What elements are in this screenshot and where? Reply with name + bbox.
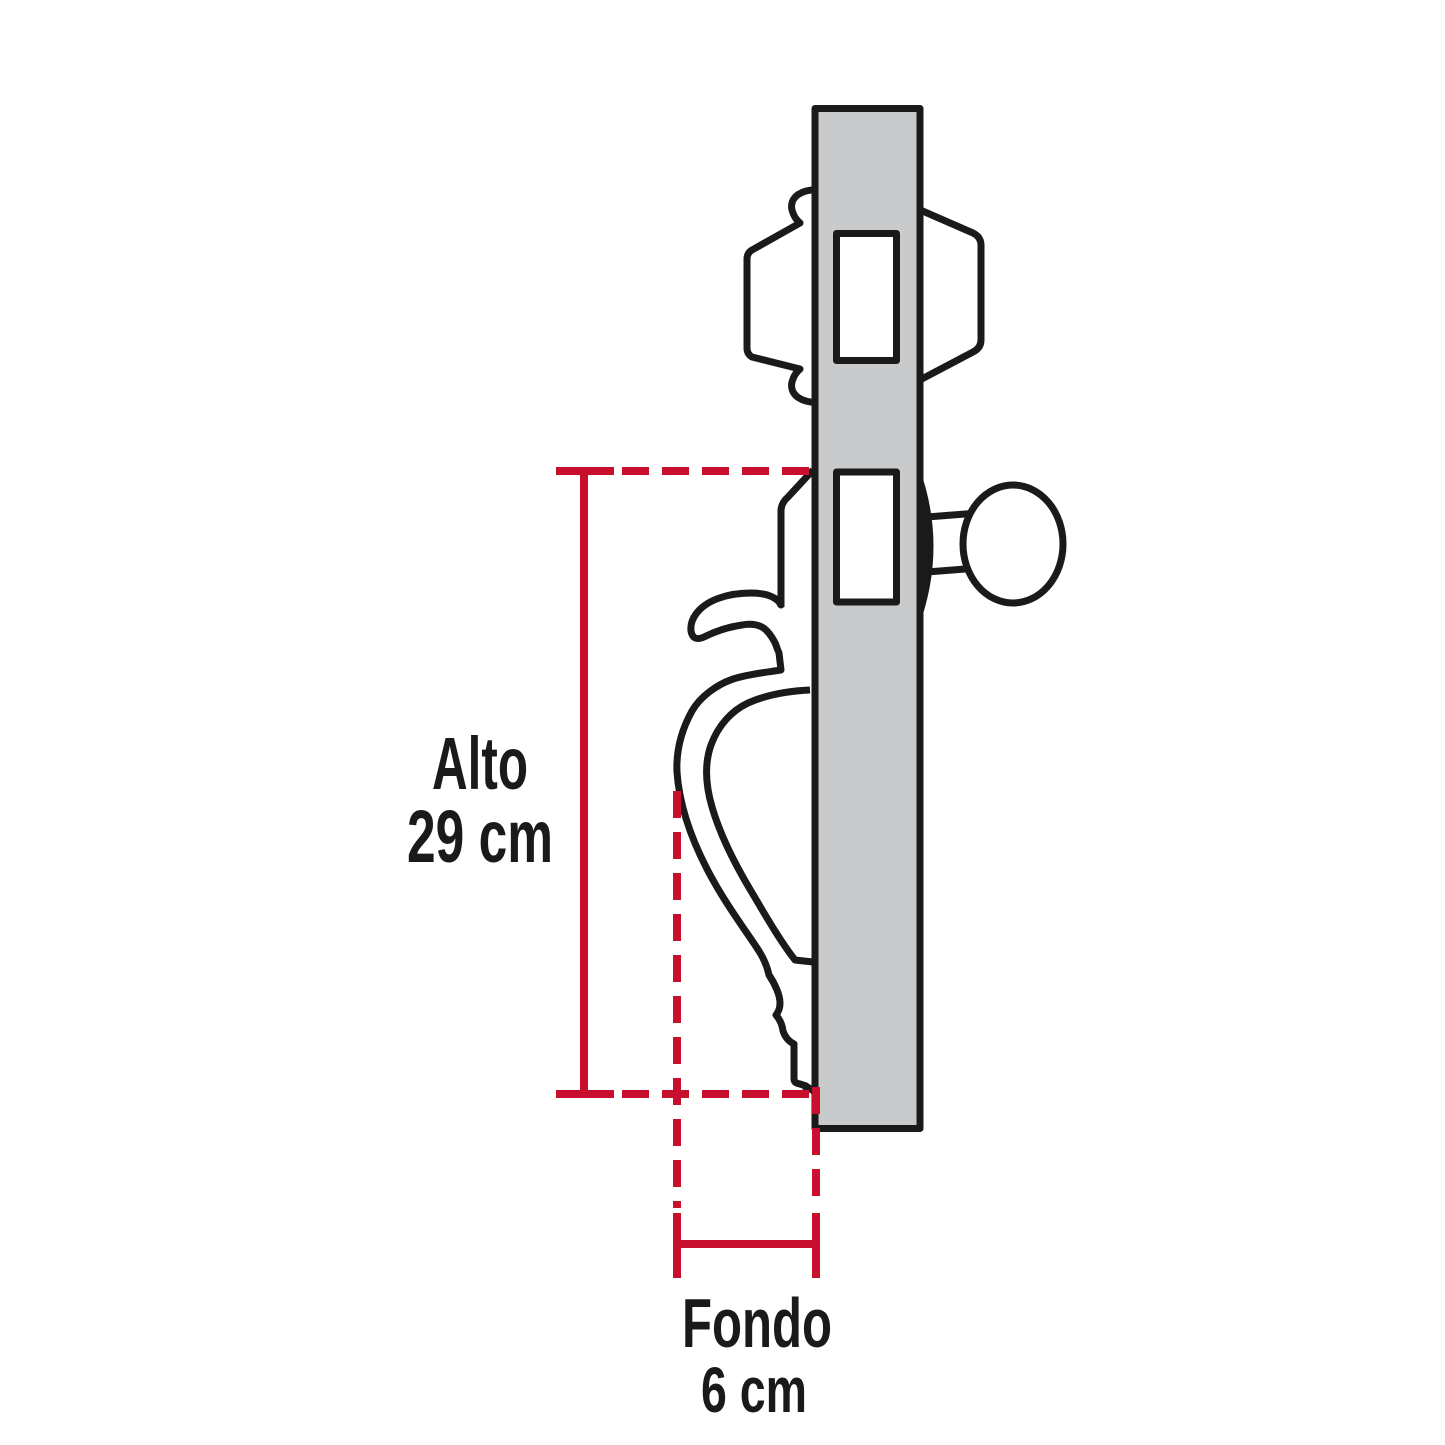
depth-value: 6 cm xyxy=(701,1354,807,1426)
deadbolt-interior-escutcheon xyxy=(743,186,823,406)
height-label: Alto xyxy=(432,722,528,805)
handle-grip-outer xyxy=(673,666,817,1095)
height-value: 29 cm xyxy=(407,795,553,878)
depth-dimension xyxy=(673,791,820,1278)
thumb-lever xyxy=(687,589,785,674)
height-dimension xyxy=(556,467,818,1098)
handle-grip-inner xyxy=(703,686,814,966)
handle-backplate-edge xyxy=(777,467,816,607)
depth-label: Fondo xyxy=(682,1284,832,1362)
colonial-handle xyxy=(673,467,817,1095)
dimension-labels: Alto 29 cm Fondo 6 cm xyxy=(407,722,832,1426)
deadbolt-exterior-escutcheon xyxy=(916,205,985,385)
faceplate-cutout-bottom xyxy=(833,468,900,606)
door-knob-ball xyxy=(959,481,1067,607)
faceplate-cutout-top xyxy=(833,230,900,364)
